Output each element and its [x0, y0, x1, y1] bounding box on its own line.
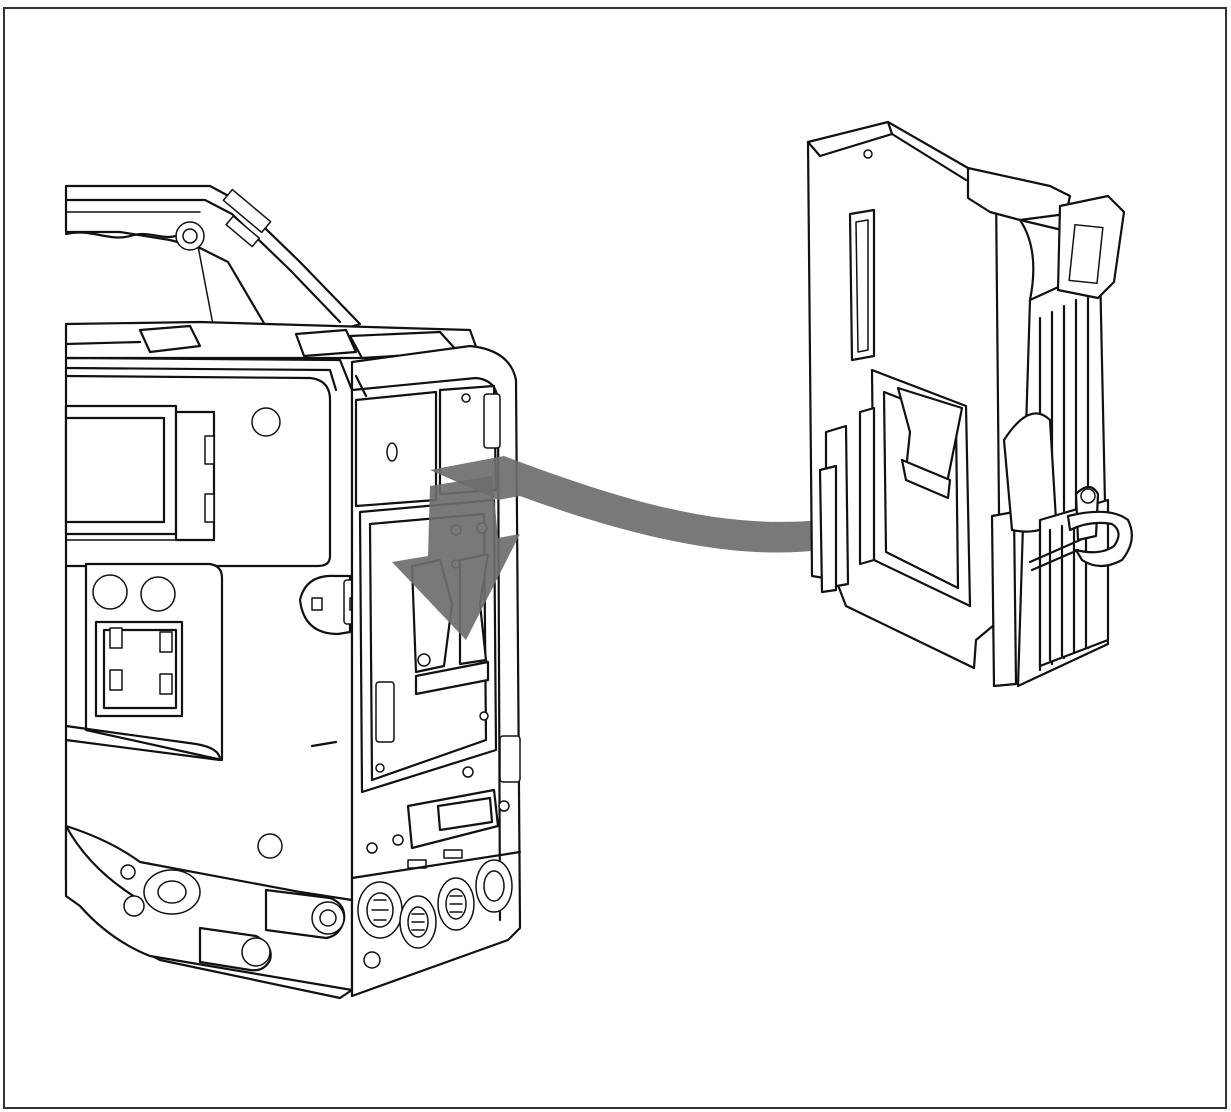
- bottom-rail: [64, 824, 354, 992]
- rear-connectors: [350, 850, 522, 969]
- camera-side-face: [64, 356, 367, 1000]
- display-window: [64, 404, 216, 542]
- battery-adaptor: [806, 120, 1133, 688]
- cable-clamp: [1028, 485, 1133, 572]
- rear-face: [350, 344, 522, 998]
- control-panel: [64, 562, 224, 762]
